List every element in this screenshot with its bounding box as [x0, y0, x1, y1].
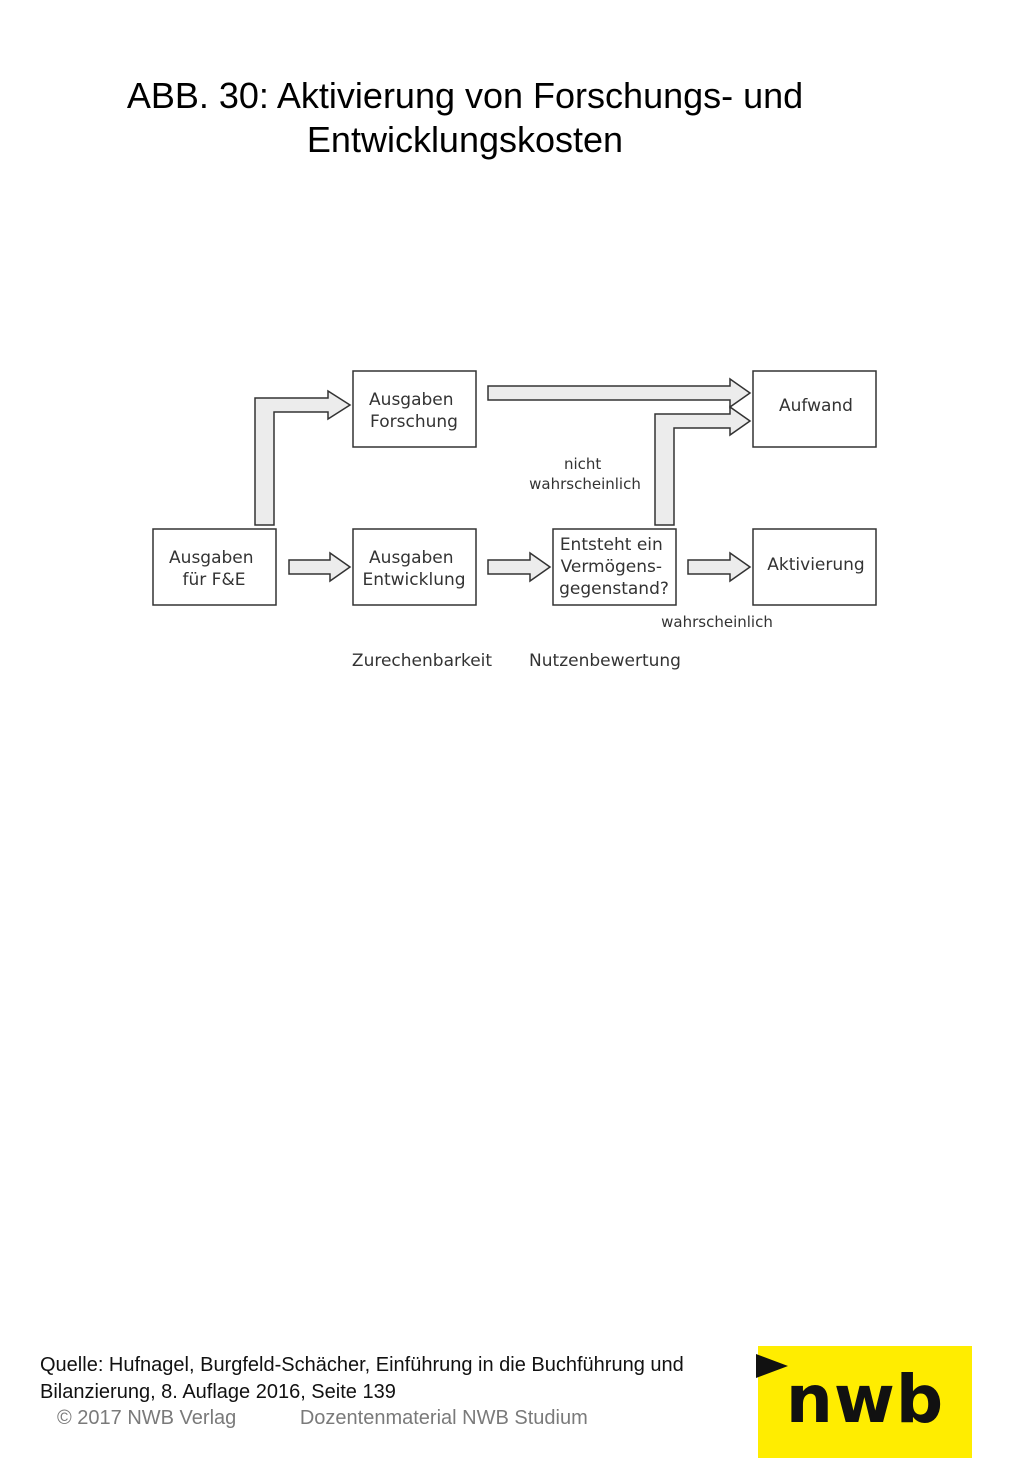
- arrow-vermoegen-to-aufwand: [654, 405, 752, 526]
- box-ausgaben-forschung: [352, 370, 477, 448]
- box-ausgaben-entwicklung-label: Ausgaben Entwicklung: [362, 548, 465, 590]
- box-ausgaben-fe: [152, 528, 277, 606]
- arrow-fe-to-forschung: [254, 389, 352, 526]
- box-vermoegensgegenstand-label: Entsteht ein Vermögens- gegenstand?: [559, 535, 669, 599]
- box-aufwand-line-1: Aufwand: [779, 396, 853, 416]
- box-aktivierung: [752, 528, 877, 606]
- flow-diagram: Ausgaben für F&E Ausgaben Forschung Ausg…: [152, 370, 877, 671]
- box-ausgaben-entwicklung: [352, 528, 477, 606]
- title-line-2: Entwicklungskosten: [306, 119, 624, 160]
- source-line-1: Quelle: Hufnagel, Burgfeld-Schächer, Ein…: [40, 1354, 684, 1376]
- label-nicht: nicht: [564, 455, 601, 473]
- box-ausgaben-entwicklung-line-2: Entwicklung: [362, 570, 465, 590]
- label-wahrscheinlich: wahrscheinlich: [661, 613, 773, 631]
- box-ausgaben-forschung-line-1: Ausgaben: [369, 390, 454, 410]
- logo-arrow-icon: [756, 1354, 788, 1378]
- box-vermoegen-line-2: Vermögens-: [561, 557, 662, 577]
- footer-copyright: © 2017 NWB Verlag: [57, 1407, 237, 1429]
- box-aufwand-label: Aufwand: [779, 396, 853, 416]
- arrow-fe-to-entwicklung: [288, 551, 352, 583]
- box-aktivierung-label: Aktivierung: [767, 555, 864, 575]
- footer-material: Dozentenmaterial NWB Studium: [299, 1407, 588, 1429]
- caption-zurechenbarkeit: Zurechenbarkeit: [352, 651, 492, 671]
- footer: © 2017 NWB Verlag Dozentenmaterial NWB S…: [57, 1407, 588, 1430]
- slide-title: ABB. 30: Aktivierung von Forschungs- und…: [0, 74, 930, 162]
- box-ausgaben-fe-line-1: Ausgaben: [169, 548, 254, 568]
- box-vermoegen-line-1: Entsteht ein: [560, 535, 663, 555]
- box-ausgaben-forschung-line-2: Forschung: [370, 412, 458, 432]
- label-wahrscheinlich-upper: wahrscheinlich: [529, 475, 641, 493]
- box-ausgaben-fe-label: Ausgaben für F&E: [169, 548, 259, 590]
- label-nicht-wahrscheinlich: nicht wahrscheinlich: [529, 455, 641, 493]
- nwb-logo: nwb: [756, 1346, 972, 1458]
- box-ausgaben-forschung-label: Ausgaben Forschung: [369, 390, 459, 432]
- arrow-forschung-to-aufwand: [487, 377, 752, 409]
- title-line-1: ABB. 30: Aktivierung von Forschungs- und: [126, 75, 804, 116]
- box-vermoegensgegenstand: [552, 528, 677, 606]
- box-ausgaben-entwicklung-line-1: Ausgaben: [369, 548, 454, 568]
- source-line-2: Bilanzierung, 8. Auflage 2016, Seite 139: [40, 1381, 396, 1403]
- box-vermoegen-line-3: gegenstand?: [559, 579, 669, 599]
- arrow-vermoegen-to-aktivierung: [687, 551, 752, 583]
- logo-text: nwb: [785, 1361, 945, 1438]
- box-aufwand: [752, 370, 877, 448]
- caption-nutzenbewertung: Nutzenbewertung: [529, 651, 681, 671]
- box-aktivierung-line-1: Aktivierung: [767, 555, 864, 575]
- source-citation: Quelle: Hufnagel, Burgfeld-Schächer, Ein…: [40, 1352, 770, 1406]
- arrow-entwicklung-to-vermoegen: [487, 551, 552, 583]
- box-ausgaben-fe-line-2: für F&E: [183, 570, 246, 590]
